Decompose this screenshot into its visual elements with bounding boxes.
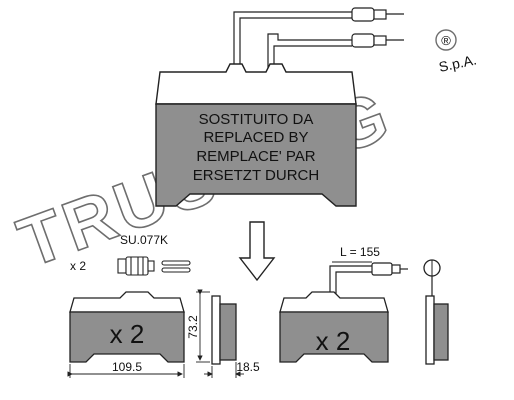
main-pad-backing-plate [155,63,357,105]
pad-left-backing [69,291,185,313]
dimension-height: 73.2 [186,289,210,363]
main-pad-line-1: SOSTITUITO DA [199,111,314,128]
pad-right-quantity: x 2 [316,326,351,356]
pad-right-backing [279,291,389,313]
registered-mark: ® [441,33,451,48]
dimension-width-label: 109.5 [112,360,142,374]
main-pad-line-3: REMPLACE' PAR [196,148,315,165]
wire-length-sensor-icon [329,262,408,300]
main-pad: SOSTITUITO DA REPLACED BY REMPLACE' PAR … [155,7,404,207]
dimension-thickness-label: 18.5 [236,360,260,374]
company-suffix: S.p.A. [437,51,478,75]
side-profile-backing [211,295,221,365]
main-pad-text: SOSTITUITO DA REPLACED BY REMPLACE' PAR … [193,111,319,184]
pad-right: x 2 [279,291,389,363]
pad-left-friction [69,311,185,363]
registered-circle [435,29,457,51]
main-pad-line-4: ERSETZT DURCH [193,167,319,184]
main-pad-connectors [351,7,404,48]
pad-right-friction [279,311,389,363]
sensor-kit-quantity: x 2 [70,259,86,273]
right-profile-friction [433,303,449,361]
side-profile-friction [219,303,237,361]
pad-left-quantity: x 2 [110,319,145,349]
sensor-kit-connector-icon [117,256,191,276]
pad-right-side-profile [423,259,449,365]
pad-side-profile [211,295,237,365]
wire-length: L = 155 [329,245,408,300]
main-pad-wires [233,11,352,72]
dimension-thickness: 18.5 [204,360,260,378]
down-arrow-icon [238,221,276,282]
wire-length-label: L = 155 [340,245,380,259]
sensor-kit: SU.077K x 2 [70,233,191,276]
right-profile-backing [425,295,435,365]
sensor-kit-code: SU.077K [120,233,168,247]
main-pad-line-2: REPLACED BY [203,129,308,146]
main-pad-friction [155,103,357,207]
dimension-height-label: 73.2 [186,315,200,339]
dimension-width: 109.5 [67,360,185,378]
pad-left: x 2 [69,291,185,363]
